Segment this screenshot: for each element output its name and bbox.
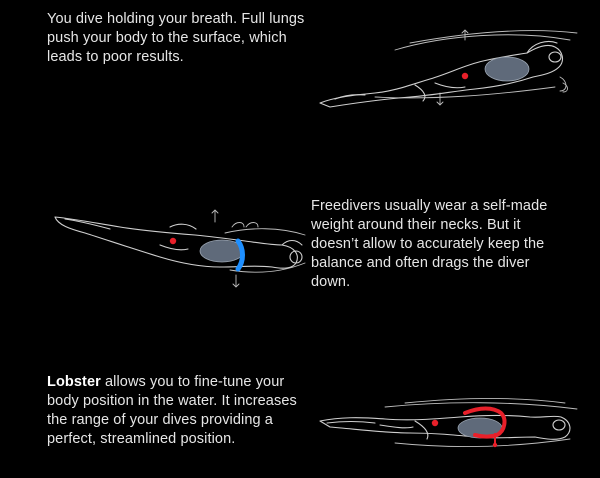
center-of-mass-marker: [461, 72, 469, 80]
diver-neck-weight-illustration: [50, 205, 320, 290]
section-1-paragraph: You dive holding your breath. Full lungs…: [47, 11, 305, 65]
product-name: Lobster: [47, 374, 101, 390]
neck-weight-marker: [235, 238, 245, 272]
lobster-device-marker: [463, 406, 507, 439]
center-of-mass-marker: [431, 419, 439, 427]
section-1-text: You dive holding your breath. Full lungs…: [47, 10, 317, 67]
section-3-text: Lobster allows you to fine-tune your bod…: [47, 373, 307, 449]
section-2-paragraph: Freedivers usually wear a self-made weig…: [311, 198, 548, 290]
lung-shape: [484, 56, 530, 82]
diver-lobster-illustration: [315, 395, 585, 455]
section-3-paragraph: allows you to fine-tune your body positi…: [47, 374, 297, 447]
section-2-text: Freedivers usually wear a self-made weig…: [311, 197, 556, 292]
center-of-mass-marker: [169, 237, 177, 245]
diver-full-lungs-illustration: [315, 25, 585, 115]
